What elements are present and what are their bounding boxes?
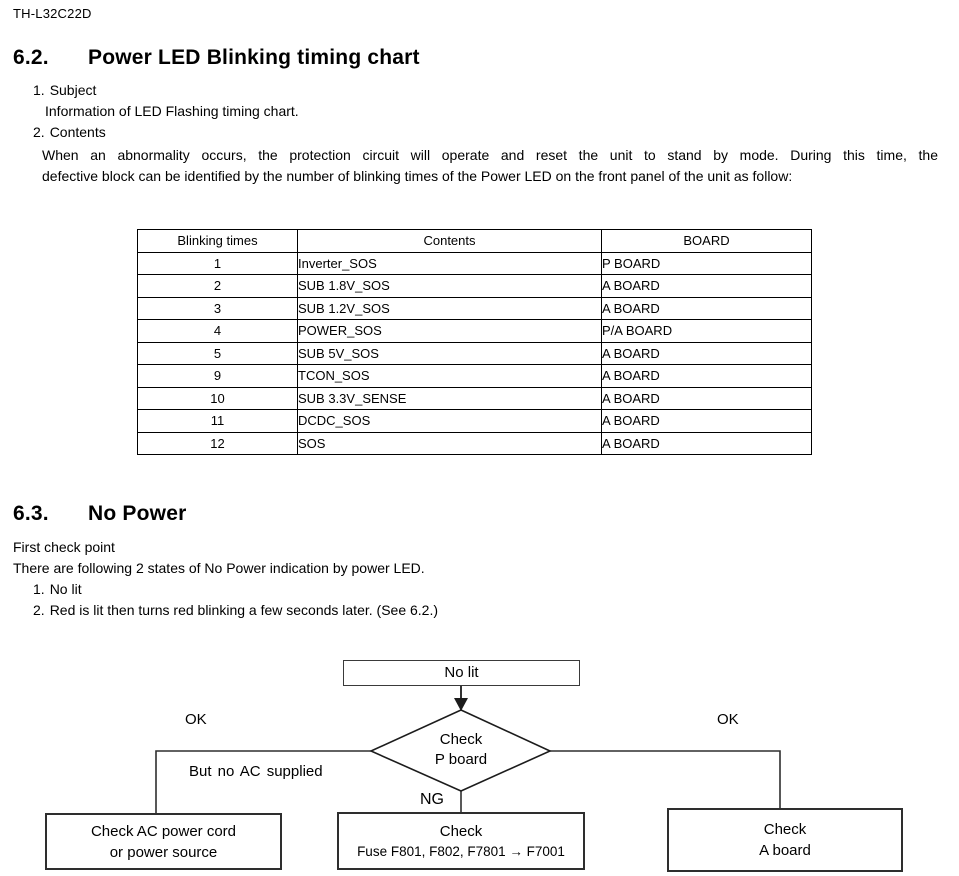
cell-contents: SOS (297, 431, 602, 455)
flow-connector-right (550, 750, 781, 808)
list-item-number: 1. (33, 581, 45, 597)
cell-board: A BOARD (601, 386, 812, 410)
cell-board: A BOARD (601, 296, 812, 320)
list-item-number: 2. (33, 124, 45, 140)
list-item-number: 1. (33, 82, 45, 98)
ng-label: NG (420, 791, 444, 808)
paragraph-line-2: defective block can be identified by the… (42, 167, 793, 184)
list-item-label: Contents (49, 124, 106, 140)
header-contents: Contents (297, 229, 602, 253)
flow-box-line-1: Check AC power cord (90, 822, 237, 840)
decision-line-2: P board (434, 751, 488, 768)
header-blinking-times: Blinking times (137, 229, 298, 253)
cell-board: A BOARD (601, 431, 812, 455)
list-item-number: 2. (33, 602, 45, 618)
flow-box-line-2: Fuse F801, F802, F7801 → F7001 (357, 844, 565, 859)
list-item-label: No lit (49, 581, 82, 597)
cell-contents: SUB 1.2V_SOS (297, 296, 602, 320)
contents-paragraph: When an abnormality occurs, the protecti… (42, 145, 938, 186)
header-board: BOARD (601, 229, 812, 253)
ok-label-left: OK (185, 711, 207, 728)
flow-box-check-a-board: Check A board (667, 808, 903, 872)
first-check-point-text: First check point (13, 539, 115, 555)
section-63-title: No Power (88, 502, 187, 525)
list-item-label: Subject (49, 82, 97, 98)
blinking-times-table: Blinking times Contents BOARD 1 Inverter… (137, 229, 812, 455)
subject-body-text: Information of LED Flashing timing chart… (45, 103, 299, 119)
list-item-red-blinking: 2. Red is lit then turns red blinking a … (33, 602, 438, 619)
list-item-subject: 1. Subject (33, 82, 96, 99)
table-row: 12 SOS A BOARD (137, 431, 812, 455)
section-63-number: 6.3. (13, 502, 49, 525)
decision-line-1: Check (439, 731, 483, 748)
ok-label-right: OK (717, 711, 739, 728)
flow-box-line-1: Check (763, 821, 807, 838)
cell-board: P/A BOARD (601, 319, 812, 343)
model-number: TH-L32C22D (13, 6, 92, 21)
flow-arrowhead-icon (454, 698, 468, 711)
list-item-contents: 2. Contents (33, 124, 106, 141)
but-no-ac-label: But no AC supplied (189, 763, 323, 780)
flow-box-line-2: A board (759, 842, 811, 859)
list-item-no-lit: 1. No lit (33, 581, 82, 598)
section-62-title: Power LED Blinking timing chart (88, 46, 420, 69)
section-62-heading: 6.2. Power LED Blinking timing chart (13, 46, 420, 70)
flow-box-check-ac-power: Check AC power cord or power source (45, 813, 282, 870)
decision-node-text: Check P board (391, 730, 531, 770)
table-row: 3 SUB 1.2V_SOS A BOARD (137, 296, 812, 320)
section-62-number: 6.2. (13, 46, 49, 69)
flow-connector-left (155, 750, 371, 813)
list-item-label: Red is lit then turns red blinking a few… (49, 602, 439, 618)
flow-box-check-fuse: Check Fuse F801, F802, F7801 → F7001 (337, 812, 585, 870)
flow-start-box: No lit (343, 660, 580, 686)
table-row: 9 TCON_SOS A BOARD (137, 364, 812, 388)
flow-box-line-1: Check (439, 823, 483, 840)
decision-diamond (369, 709, 552, 792)
two-states-text: There are following 2 states of No Power… (13, 560, 425, 576)
paragraph-line-1: When an abnormality occurs, the protecti… (42, 147, 938, 163)
section-63-heading: 6.3. No Power (13, 502, 186, 526)
table-header-row: Blinking times Contents BOARD (137, 229, 812, 253)
flow-box-line-2: or power source (109, 843, 218, 861)
